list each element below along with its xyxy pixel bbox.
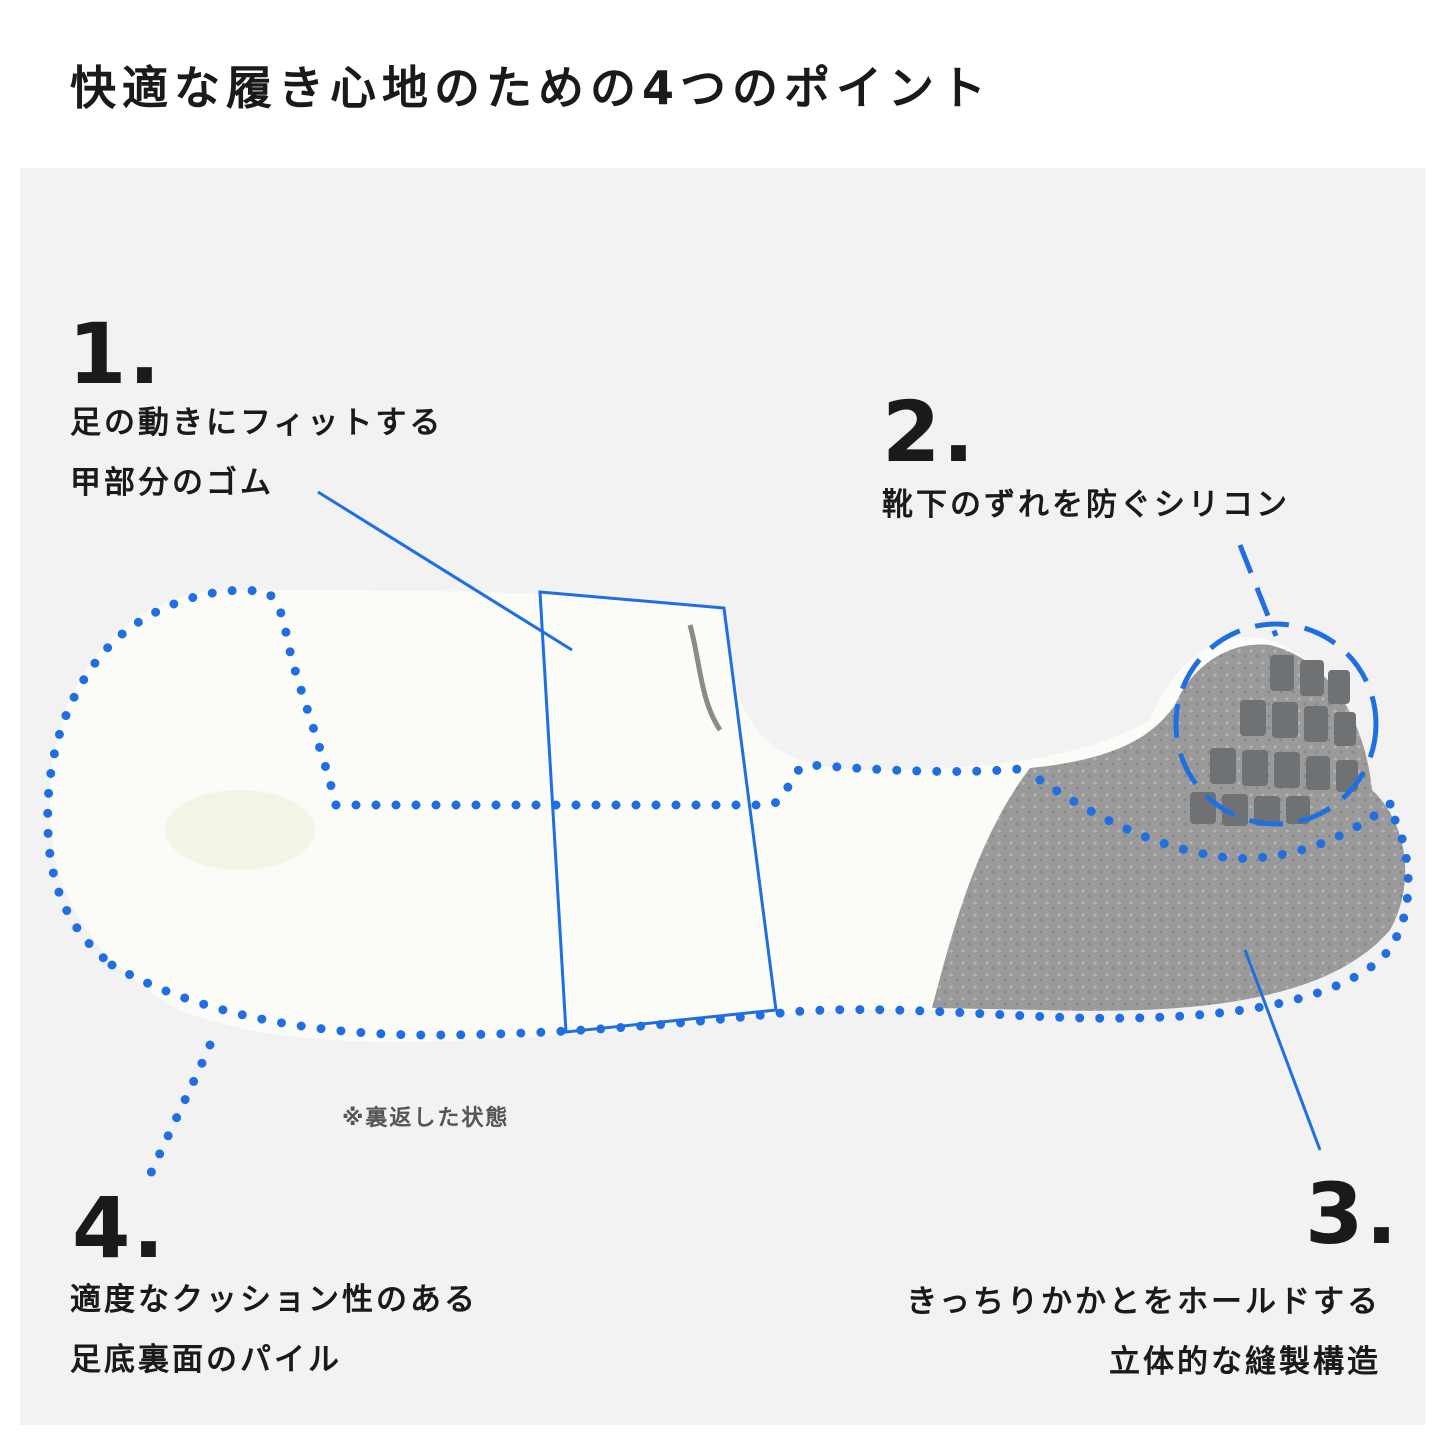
point-1-label: 足の動きにフィットする 甲部分のゴム bbox=[70, 393, 443, 513]
point-2-line-1: 靴下のずれを防ぐシリコン bbox=[882, 487, 1290, 523]
point-1-line-1: 足の動きにフィットする bbox=[70, 405, 444, 441]
toe-dotted-outline bbox=[43, 585, 341, 970]
silicone-grip-pattern bbox=[1190, 655, 1358, 826]
point-4-line-1: 適度なクッション性のある bbox=[70, 1282, 478, 1318]
point-2-number: 2. bbox=[882, 383, 977, 481]
leader-line-3 bbox=[1243, 949, 1322, 1151]
heel-dotted-line bbox=[1035, 775, 1400, 863]
page-title: 快適な履き心地のための4つのポイント bbox=[70, 61, 993, 115]
sole-dotted-outline bbox=[107, 815, 1413, 1040]
sole-pile-dotted-line bbox=[145, 1040, 215, 1180]
point-3-number: 3. bbox=[1305, 1165, 1400, 1263]
point-2-label: 靴下のずれを防ぐシリコン bbox=[882, 475, 1290, 535]
point-4-label: 適度なクッション性のある 足底裏面のパイル bbox=[70, 1270, 478, 1390]
silicone-dashed-circle bbox=[1173, 621, 1379, 827]
point-3-label: きっちりかかとをホールドする 立体的な縫製構造 bbox=[906, 1272, 1381, 1392]
point-4-line-2: 足底裏面のパイル bbox=[70, 1342, 342, 1378]
point-1-number: 1. bbox=[68, 305, 163, 403]
toe-cushion bbox=[165, 790, 315, 870]
middle-dotted-line bbox=[331, 760, 1035, 810]
point-4-number: 4. bbox=[72, 1179, 167, 1277]
instep-band-outline bbox=[538, 590, 778, 1034]
leader-line-1 bbox=[317, 490, 573, 652]
point-3-line-1: きっちりかかとをホールドする bbox=[906, 1284, 1381, 1320]
point-3-line-2: 立体的な縫製構造 bbox=[1109, 1344, 1381, 1380]
point-1-line-2: 甲部分のゴム bbox=[70, 465, 274, 501]
inside-out-note: ※裏返した状態 bbox=[342, 1106, 510, 1131]
instep-fold bbox=[687, 624, 723, 732]
leader-line-2 bbox=[1237, 544, 1279, 637]
